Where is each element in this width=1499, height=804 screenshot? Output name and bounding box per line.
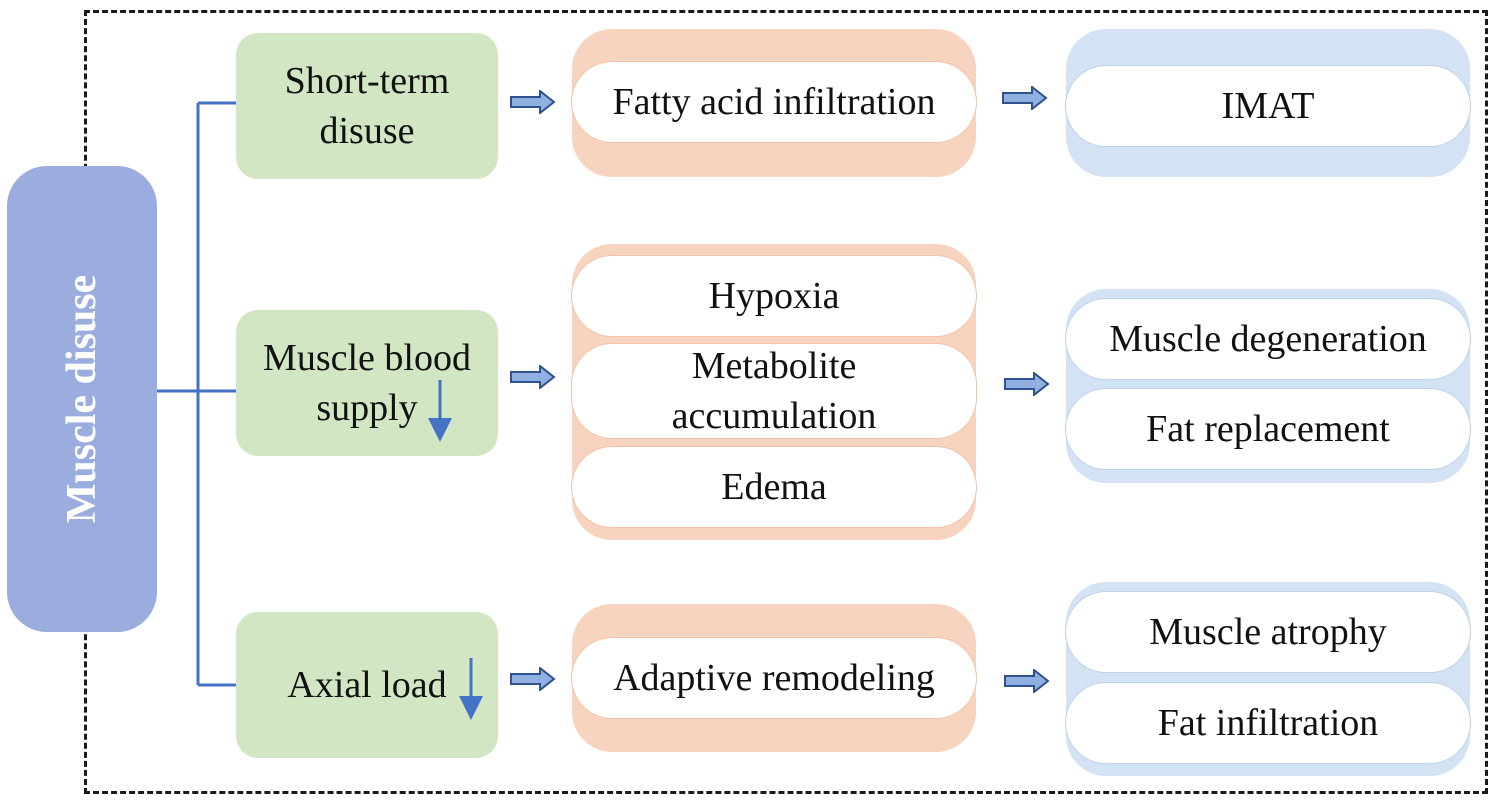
cause-muscle-blood-supply: Muscle blood supply: [236, 310, 498, 456]
block-right-arrow-icon: [1004, 669, 1050, 693]
muscle-disuse-label: Muscle disuse: [59, 274, 105, 524]
outcome-label: IMAT: [1221, 85, 1315, 127]
outcome-label: Fat replacement: [1146, 408, 1390, 450]
outcome-fat-replacement: Fat replacement: [1066, 389, 1470, 469]
block-right-arrow-icon: [1002, 86, 1048, 110]
cause-label-line1: Axial load: [287, 664, 447, 706]
cause-label-line1: Muscle blood: [263, 337, 471, 379]
outcome-fat-infiltration: Fat infiltration: [1066, 683, 1470, 763]
mechanism-label: Adaptive remodeling: [613, 657, 935, 699]
mechanism-label: Hypoxia: [708, 275, 840, 317]
cause-label-line2: disuse: [319, 110, 415, 152]
outcome-label: Muscle degeneration: [1109, 318, 1427, 360]
outcome-muscle-degeneration: Muscle degeneration: [1066, 299, 1470, 379]
mechanism-adaptive-remodeling: Adaptive remodeling: [572, 638, 976, 718]
cause-axial-load: Axial load: [236, 612, 498, 758]
mechanism-edema: Edema: [572, 447, 976, 527]
outcome-imat: IMAT: [1066, 66, 1470, 146]
mechanism-label: Fatty acid infiltration: [612, 81, 936, 123]
block-right-arrow-icon: [1004, 372, 1050, 396]
mechanism-label: Edema: [721, 466, 827, 508]
block-right-arrow-icon: [510, 90, 556, 114]
cause-label-line2: supply: [316, 387, 418, 429]
mechanism-metabolite-accumulation: Metabolite accumulation: [572, 344, 976, 438]
outcome-label: Fat infiltration: [1157, 702, 1379, 744]
down-arrow-icon: [428, 380, 452, 442]
outcome-label: Muscle atrophy: [1149, 611, 1387, 653]
mechanism-fatty-acid-infiltration: Fatty acid infiltration: [572, 62, 976, 142]
cause-label-line1: Short-term: [284, 60, 450, 102]
mechanism-hypoxia: Hypoxia: [572, 256, 976, 336]
block-right-arrow-icon: [510, 365, 556, 389]
muscle-disuse-node: Muscle disuse: [7, 166, 157, 632]
block-right-arrow-icon: [510, 667, 556, 691]
outcome-muscle-atrophy: Muscle atrophy: [1066, 592, 1470, 672]
mechanism-label: Metabolite accumulation: [671, 345, 877, 437]
cause-short-term-disuse: Short-term disuse: [236, 33, 498, 179]
down-arrow-icon: [459, 658, 483, 720]
